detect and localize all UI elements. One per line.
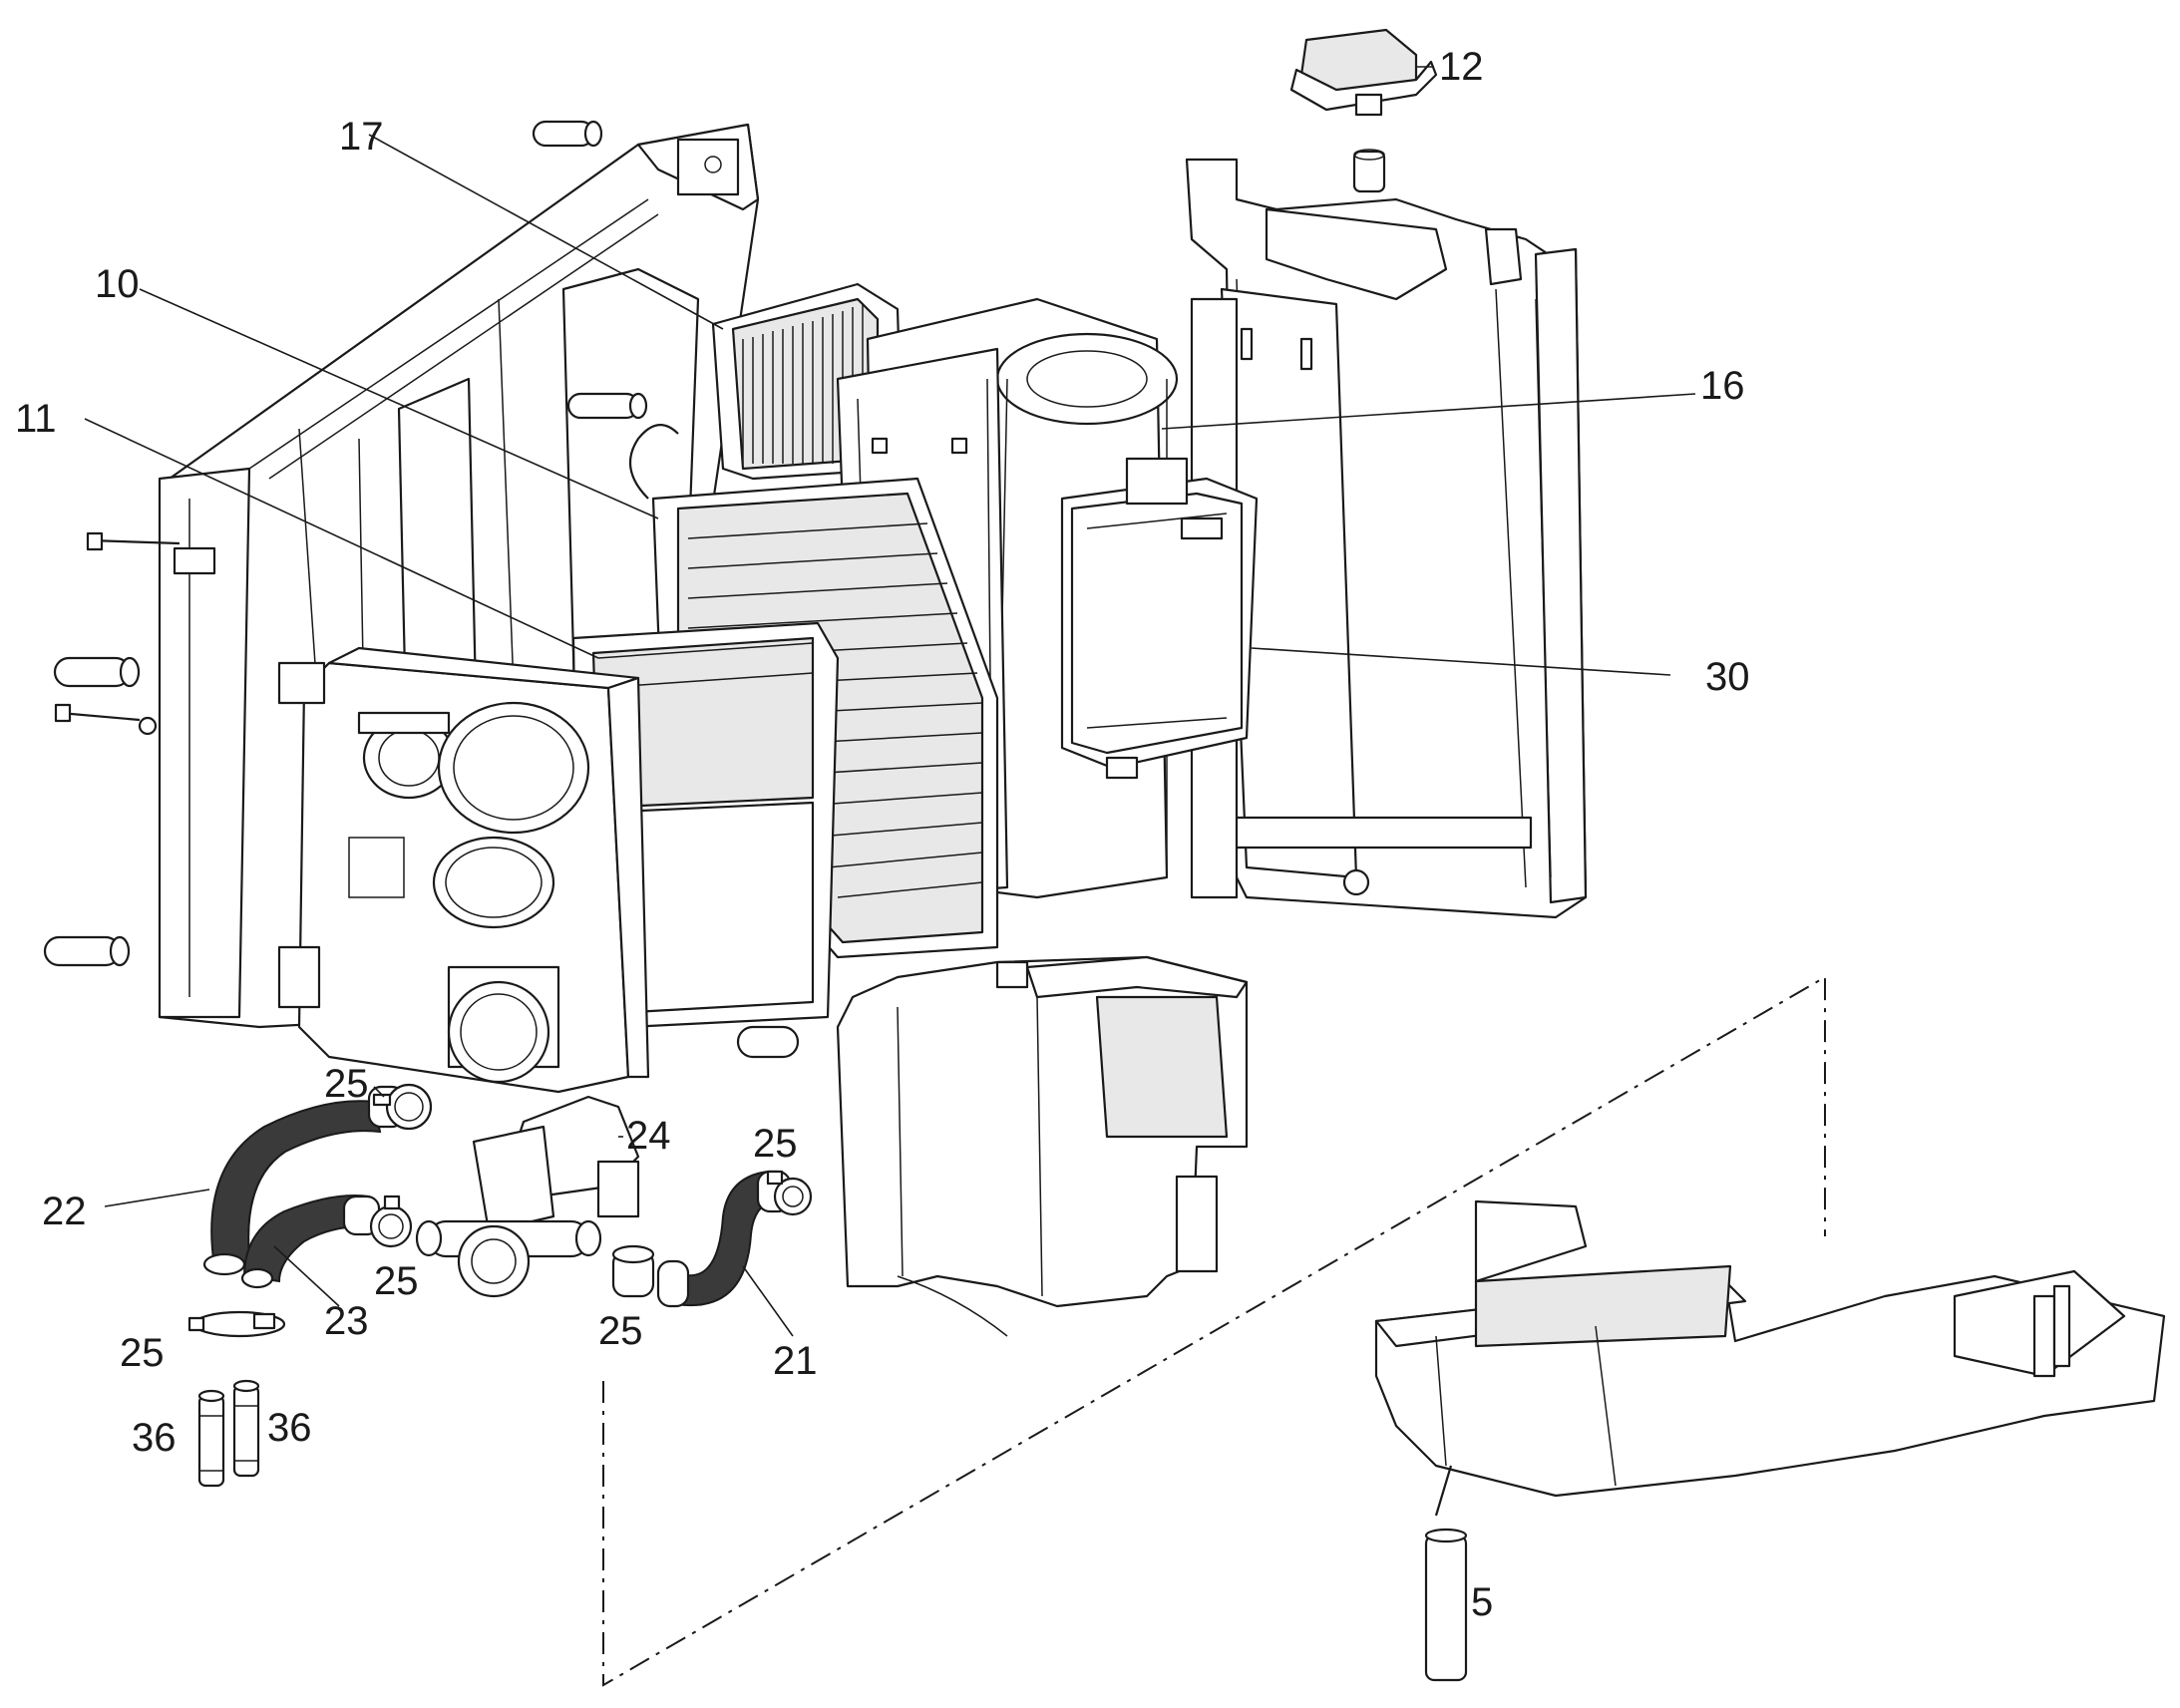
leader-21 bbox=[742, 1265, 794, 1337]
callout-25-right: 25 bbox=[753, 1122, 798, 1166]
outlet-large-top bbox=[437, 701, 590, 835]
outlet-large-bottom bbox=[447, 965, 560, 1084]
hose-22 bbox=[202, 1085, 406, 1276]
hose-clamps-25 bbox=[187, 1083, 813, 1338]
long-screw-2 bbox=[54, 703, 158, 736]
tube-36-a bbox=[197, 1389, 225, 1488]
actuator-12 bbox=[1289, 28, 1438, 193]
callout-5: 5 bbox=[1471, 1580, 1493, 1624]
hose-21 bbox=[656, 1170, 792, 1308]
outlet-oval-middle bbox=[432, 836, 555, 929]
leader-30 bbox=[1251, 647, 1671, 676]
pin-top bbox=[532, 120, 603, 148]
outlet-small bbox=[357, 711, 456, 800]
pin-right bbox=[566, 392, 648, 420]
callout-24: 24 bbox=[626, 1114, 671, 1158]
leader-11 bbox=[84, 418, 599, 659]
distribution-box bbox=[277, 646, 650, 1094]
subassembly-boundary bbox=[602, 975, 1826, 1687]
clamp-middle-left bbox=[369, 1195, 413, 1248]
pin-left-lower bbox=[43, 935, 131, 967]
callout-23: 23 bbox=[324, 1299, 369, 1343]
leader-25a bbox=[373, 1086, 385, 1098]
drain-pipe-5 bbox=[1424, 1465, 1468, 1682]
callout-11: 11 bbox=[15, 397, 57, 441]
clamp-top bbox=[372, 1083, 433, 1131]
leader-lines bbox=[84, 66, 1696, 1337]
callout-17: 17 bbox=[339, 115, 384, 159]
callout-21: 21 bbox=[773, 1339, 818, 1383]
leader-22 bbox=[104, 1189, 210, 1207]
callout-36-right: 36 bbox=[267, 1406, 312, 1450]
leader-17 bbox=[368, 134, 724, 330]
callout-25-center: 25 bbox=[598, 1309, 643, 1353]
callout-22: 22 bbox=[42, 1190, 87, 1233]
clamp-center bbox=[611, 1244, 655, 1298]
callout-10: 10 bbox=[95, 262, 140, 306]
leader-16 bbox=[1161, 393, 1696, 430]
clamp-right bbox=[766, 1170, 813, 1216]
long-screw-1 bbox=[86, 531, 181, 551]
tube-36-b bbox=[232, 1379, 260, 1478]
callouts: 12 17 10 16 11 30 25 24 25 22 25 23 25 2… bbox=[15, 45, 1750, 1624]
callout-25-bottom-left: 25 bbox=[120, 1331, 165, 1375]
callout-30: 30 bbox=[1705, 655, 1750, 699]
leader-23 bbox=[273, 1245, 340, 1307]
mounting-pins bbox=[43, 120, 648, 967]
leader-10 bbox=[139, 288, 659, 519]
callout-16: 16 bbox=[1700, 364, 1745, 408]
callout-25-middle: 25 bbox=[374, 1259, 419, 1303]
water-valve-24 bbox=[415, 1095, 640, 1298]
callout-25-top: 25 bbox=[324, 1062, 369, 1106]
callout-36-left: 36 bbox=[132, 1416, 177, 1460]
callout-12: 12 bbox=[1439, 45, 1484, 89]
pin-left-upper bbox=[53, 656, 141, 688]
hose-23 bbox=[240, 1195, 381, 1289]
clamp-bottom-left bbox=[187, 1310, 286, 1338]
control-module-30 bbox=[1060, 457, 1259, 780]
lower-tray bbox=[1374, 1199, 2166, 1682]
lower-duct bbox=[836, 955, 1249, 1337]
connector-tubes-36 bbox=[197, 1379, 260, 1488]
